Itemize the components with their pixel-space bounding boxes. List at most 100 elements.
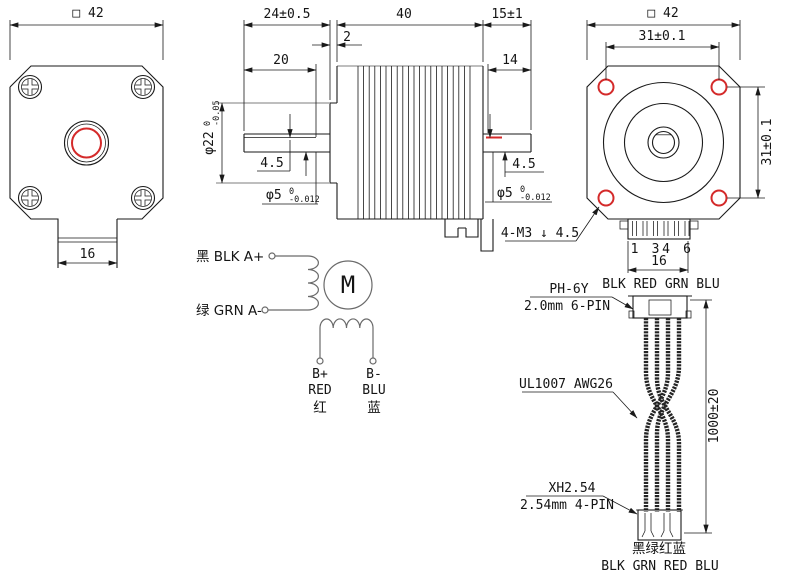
screw-hole bbox=[17, 74, 43, 100]
pilot-extension-lines bbox=[216, 102, 330, 184]
dim-pilot-height: 2 bbox=[312, 30, 362, 48]
terminal-a-minus bbox=[261, 306, 269, 314]
motor-symbol: M bbox=[341, 271, 355, 299]
xh-connector bbox=[636, 509, 683, 541]
pin-number-1: 1 bbox=[631, 242, 639, 257]
pin-numbers: 1 3 4 6 bbox=[631, 242, 691, 257]
rear-connector-pins bbox=[632, 221, 690, 236]
pin-number-4: 4 bbox=[662, 242, 670, 257]
mount-hole-red bbox=[710, 189, 728, 207]
mounting-thread-note: 4-M3 ↓ 4.5 bbox=[501, 207, 599, 242]
cable-assembly: BLK RED GRN BLU PH-6Y 2.0mm 6-PIN UL1007… bbox=[519, 277, 722, 574]
terminal-a-plus bbox=[268, 252, 276, 260]
label-b-plus-color-cn: 红 bbox=[313, 400, 327, 416]
dim-holes-horizontal: 31±0.1 bbox=[605, 29, 720, 80]
dim-text-20: 20 bbox=[273, 53, 289, 68]
mount-hole-red bbox=[597, 78, 615, 96]
dim-text-24: 24±0.5 bbox=[264, 7, 311, 22]
wire-spec-callout: UL1007 AWG26 bbox=[519, 377, 637, 418]
rear-connector bbox=[619, 218, 699, 240]
dim-text-phi22-tol-lower: -0.05 bbox=[212, 100, 222, 126]
dim-front-total: 24±0.5 bbox=[243, 7, 331, 131]
dim-text-rear-flat: 4.5 bbox=[512, 157, 535, 172]
dim-text-phi22: φ22 bbox=[202, 131, 217, 154]
dim-text-front-flat: 4.5 bbox=[260, 156, 283, 171]
xh-connector-callout: XH2.54 2.54mm 4-PIN bbox=[520, 481, 637, 514]
pilot-boss-circle bbox=[63, 120, 110, 166]
dim-text-rear-42: □ 42 bbox=[647, 6, 678, 21]
screw-hole bbox=[130, 185, 156, 211]
shaft-circle-red bbox=[71, 127, 102, 159]
pin-number-3: 3 bbox=[652, 242, 660, 257]
dim-rear-connector: 16 bbox=[627, 241, 689, 273]
dim-text-14: 14 bbox=[502, 53, 518, 68]
pilot-boss-profile bbox=[329, 102, 337, 184]
side-body-outline bbox=[336, 66, 484, 220]
rear-shaft-circle bbox=[651, 130, 676, 155]
rear-inner-circle bbox=[623, 102, 704, 183]
dim-rear-shaft-length: 14 bbox=[487, 53, 532, 133]
dim-front-shaft-length: 20 bbox=[243, 53, 317, 137]
pin-number-6: 6 bbox=[683, 242, 691, 257]
phase-b-wires bbox=[319, 328, 374, 358]
terminal-b-minus bbox=[369, 357, 377, 365]
screw-hole bbox=[17, 185, 43, 211]
mount-hole-red bbox=[710, 78, 728, 96]
dim-text-front-phi5: φ5 bbox=[266, 188, 282, 203]
ph-connector bbox=[628, 295, 692, 319]
dim-text-31h: 31±0.1 bbox=[639, 29, 686, 44]
dim-rear-flange: □ 42 bbox=[586, 6, 741, 60]
screw-hole bbox=[130, 74, 156, 100]
front-flange-outline bbox=[9, 65, 164, 268]
side-connector-tab bbox=[444, 219, 494, 252]
wiring-diagram: 黑 BLK A+ 绿 GRN A- M B+ RED 红 B- BLU 蓝 bbox=[196, 249, 386, 416]
label-ph6y: PH-6Y bbox=[549, 282, 588, 297]
label-ph6y-spec: 2.0mm 6-PIN bbox=[524, 299, 610, 314]
dim-text-front-phi5-tol-upper: 0 bbox=[289, 187, 294, 197]
dim-text-31v: 31±0.1 bbox=[760, 119, 775, 166]
side-view: 24±0.5 40 15±1 2 20 14 bbox=[202, 7, 552, 252]
label-xh254: XH2.54 bbox=[549, 481, 596, 496]
mount-hole-red bbox=[597, 189, 615, 207]
phase-a-coil bbox=[307, 255, 319, 311]
cable-wire-4 bbox=[654, 318, 682, 512]
label-b-plus: B+ bbox=[312, 367, 328, 382]
label-xh254-spec: 2.54mm 4-PIN bbox=[520, 498, 614, 513]
dim-text-front-phi5-tol-lower: -0.012 bbox=[289, 195, 320, 205]
label-bottom-colors-cn: 黑绿红蓝 bbox=[632, 541, 686, 557]
label-b-minus-color-en: BLU bbox=[362, 383, 385, 398]
label-phase-a-plus: 黑 BLK A+ bbox=[196, 249, 264, 265]
dim-text-phi22-tol-upper: 0 bbox=[203, 121, 213, 126]
dim-text-flange-42: □ 42 bbox=[72, 6, 103, 21]
rear-view: □ 42 31±0.1 31±0.1 4-M3 ↓ 4.5 1 3 4 6 bbox=[501, 6, 775, 273]
motor-circle bbox=[323, 260, 373, 310]
front-connector-tab-lines bbox=[58, 237, 117, 243]
rear-flange-outline bbox=[586, 65, 741, 220]
dim-body-length: 40 bbox=[336, 7, 484, 62]
dim-rear-flat: 4.5 bbox=[487, 114, 544, 177]
dim-holes-vertical: 31±0.1 bbox=[727, 86, 775, 199]
label-bottom-colors-en: BLK GRN RED BLU bbox=[601, 559, 718, 574]
rear-body-circle bbox=[602, 81, 725, 204]
stator-fins bbox=[357, 66, 471, 219]
dim-text-rear-phi5-tol-upper: 0 bbox=[520, 185, 525, 195]
dim-text-1000: 1000±20 bbox=[707, 389, 722, 444]
phase-a-wires bbox=[268, 255, 308, 311]
pilot-boss-inner-circle bbox=[67, 123, 106, 163]
dim-rear-total: 15±1 bbox=[482, 7, 532, 130]
label-top-wire-colors: BLK RED GRN BLU bbox=[602, 277, 719, 292]
cable-wire-3 bbox=[643, 318, 671, 512]
dim-pilot-diameter: φ22 0 -0.05 bbox=[202, 100, 225, 184]
note-text-4m3: 4-M3 ↓ 4.5 bbox=[501, 226, 579, 241]
label-b-minus-color-cn: 蓝 bbox=[367, 400, 381, 416]
dim-front-connector-width: 16 bbox=[57, 247, 118, 266]
rear-hub-circle bbox=[647, 126, 680, 159]
terminal-b-plus bbox=[316, 357, 324, 365]
label-phase-a-minus: 绿 GRN A- bbox=[196, 303, 262, 319]
dim-text-conn-16: 16 bbox=[651, 254, 667, 269]
front-shaft bbox=[243, 133, 330, 153]
dim-text-rear-phi5-tol-lower: -0.012 bbox=[520, 193, 551, 203]
dim-cable-length: 1000±20 bbox=[684, 299, 722, 534]
